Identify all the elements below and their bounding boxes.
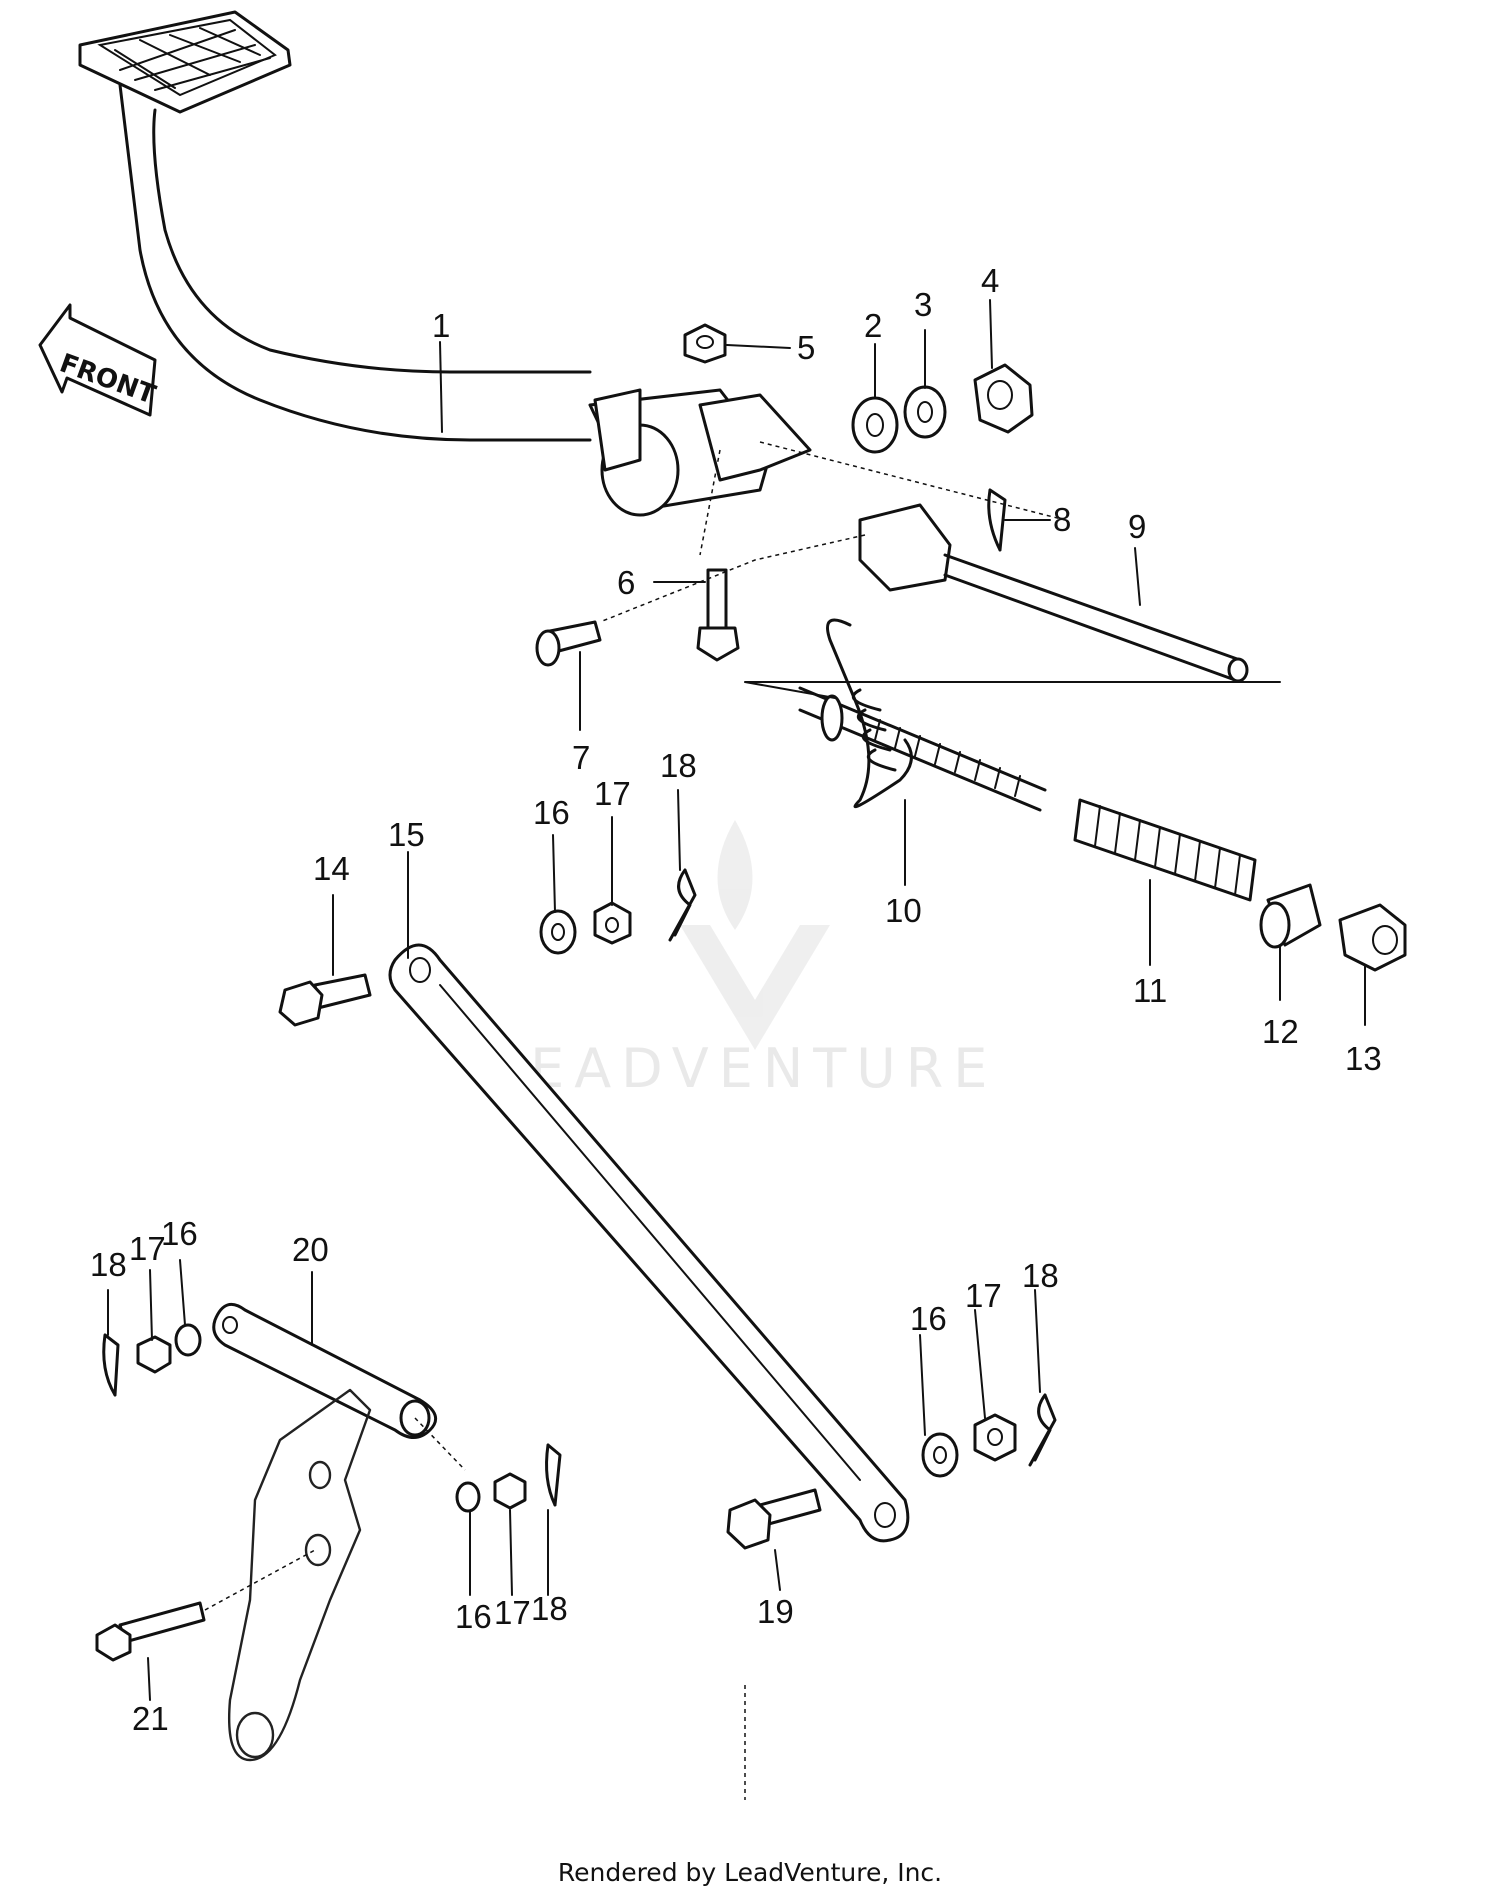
callout-17-lower-right: 17 bbox=[965, 1277, 1002, 1314]
nut-5 bbox=[683, 323, 727, 364]
threaded-rod bbox=[798, 686, 1047, 812]
callout-12: 12 bbox=[1262, 1013, 1299, 1050]
callout-17-bottom: 17 bbox=[494, 1594, 531, 1631]
clip-18 bbox=[668, 868, 697, 942]
nut-17 bbox=[493, 1472, 527, 1510]
callout-3: 3 bbox=[914, 286, 932, 323]
callout-9: 9 bbox=[1128, 508, 1146, 545]
bolt-21 bbox=[95, 1549, 316, 1662]
callout-18-bottom: 18 bbox=[531, 1590, 568, 1627]
leader-lines bbox=[107, 299, 1366, 1800]
cotter-pin-8 bbox=[987, 488, 1007, 552]
callout-16-bottom: 16 bbox=[455, 1598, 492, 1635]
nut-17 bbox=[973, 1413, 1017, 1462]
cotter-pin-18 bbox=[545, 1443, 562, 1507]
callout-5: 5 bbox=[797, 329, 815, 366]
callout-18: 18 bbox=[660, 747, 697, 784]
callout-19: 19 bbox=[757, 1593, 794, 1630]
nut-17 bbox=[136, 1335, 172, 1374]
callout-1: 1 bbox=[432, 307, 450, 344]
washer-2 bbox=[851, 396, 899, 454]
nut-4 bbox=[973, 363, 1034, 434]
callout-labels: 1 2 3 4 5 6 7 8 9 10 11 12 13 14 15 16 1… bbox=[90, 262, 1382, 1737]
nut-17 bbox=[593, 901, 632, 945]
spring-10 bbox=[826, 618, 913, 809]
callout-11: 11 bbox=[1133, 972, 1167, 1009]
washer-16 bbox=[921, 1432, 959, 1478]
washer-16 bbox=[455, 1481, 481, 1513]
callout-20: 20 bbox=[292, 1231, 329, 1268]
bolt-6 bbox=[696, 568, 740, 662]
callout-7: 7 bbox=[572, 739, 590, 776]
clevis-pin-7 bbox=[535, 620, 602, 667]
callout-6: 6 bbox=[617, 564, 635, 601]
callout-18-lower-right: 18 bbox=[1022, 1257, 1059, 1294]
washer-16 bbox=[174, 1323, 202, 1357]
callout-10: 10 bbox=[885, 892, 922, 929]
brake-rod-9 bbox=[858, 503, 1249, 683]
frame-outline bbox=[228, 1388, 372, 1762]
bolt-19 bbox=[726, 1488, 822, 1550]
cotter-pin-18 bbox=[102, 1333, 120, 1397]
spring-11 bbox=[1073, 798, 1257, 902]
watermark-logo bbox=[680, 820, 830, 1050]
callout-17-lower-left: 17 bbox=[129, 1230, 166, 1267]
clip-18 bbox=[1028, 1393, 1057, 1467]
front-arrow-icon: FRONT bbox=[38, 303, 160, 417]
watermark-text: LEADVENTURE bbox=[490, 1037, 997, 1100]
callout-17: 17 bbox=[594, 775, 631, 812]
callout-4: 4 bbox=[981, 262, 999, 299]
callout-15: 15 bbox=[388, 816, 425, 853]
callout-14: 14 bbox=[313, 850, 350, 887]
callout-2: 2 bbox=[864, 307, 882, 344]
link-rod-15 bbox=[388, 943, 910, 1543]
callout-8: 8 bbox=[1053, 501, 1071, 538]
callout-16-lower-right: 16 bbox=[910, 1300, 947, 1337]
credit-text: Rendered by LeadVenture, Inc. bbox=[557, 1858, 943, 1887]
callout-13: 13 bbox=[1345, 1040, 1382, 1077]
washer-16 bbox=[539, 909, 577, 955]
callout-18-lower-left: 18 bbox=[90, 1246, 127, 1283]
brake-pedal bbox=[78, 10, 812, 517]
callout-16: 16 bbox=[533, 794, 570, 831]
bolt-14 bbox=[278, 973, 372, 1027]
callout-21: 21 bbox=[132, 1700, 169, 1737]
callout-16-lower-left: 16 bbox=[161, 1215, 198, 1252]
lock-washer-3 bbox=[903, 385, 947, 439]
arm-20 bbox=[212, 1302, 438, 1439]
